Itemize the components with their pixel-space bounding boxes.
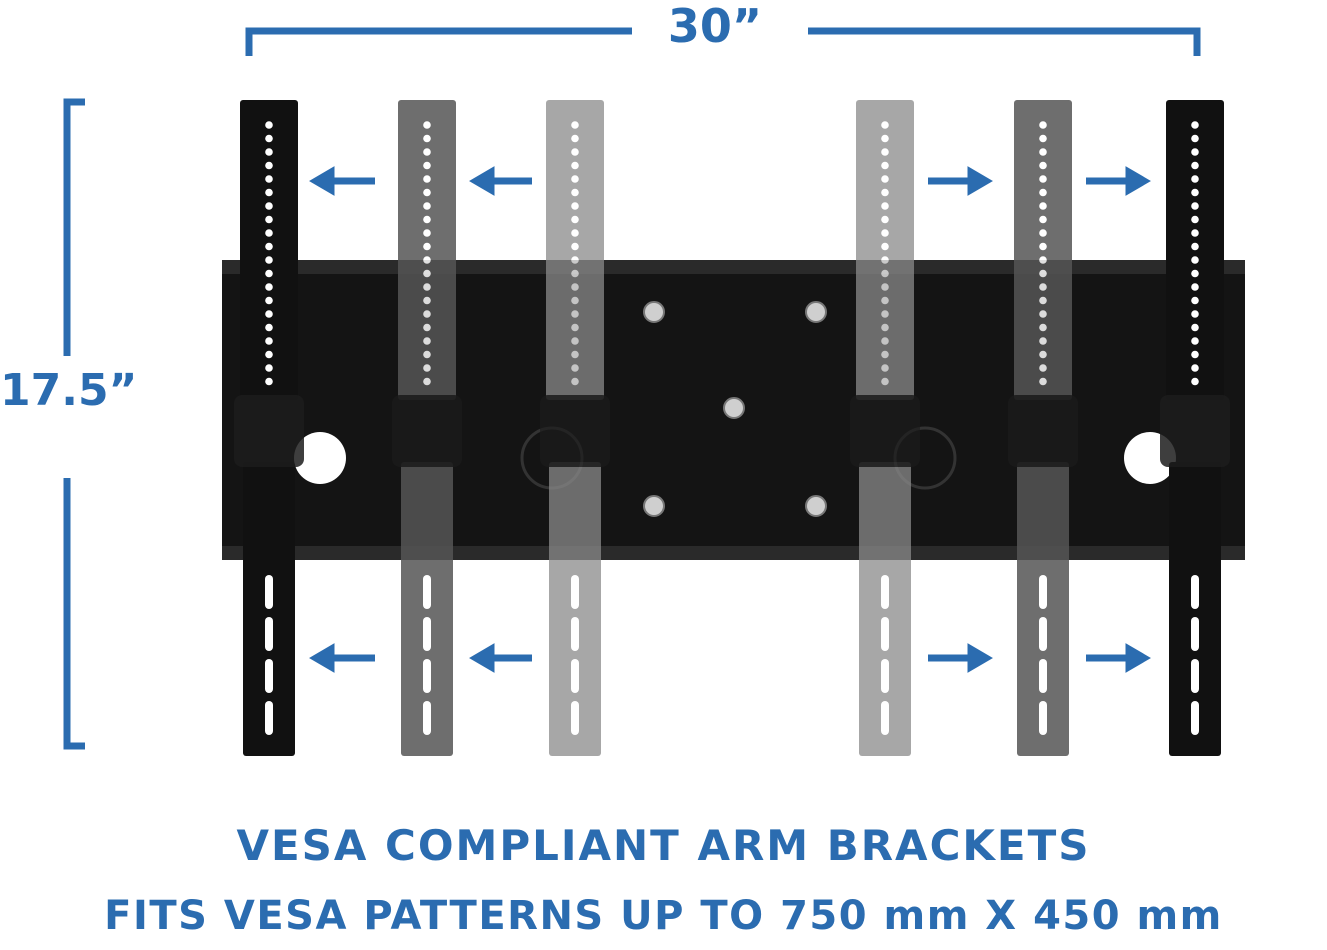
caption-vesa-patterns: FITS VESA PATTERNS UP TO 750 mm X 450 mm <box>104 893 1223 939</box>
arm-brackets <box>234 100 1230 756</box>
arm-bracket <box>392 100 462 756</box>
arm-bracket <box>234 100 304 756</box>
arrow-right-icon <box>1086 643 1151 673</box>
cable-hole-left <box>294 432 346 484</box>
height-dimension-bracket <box>63 98 85 750</box>
arrow-right-icon <box>928 643 993 673</box>
arm-bracket <box>1160 100 1230 756</box>
arrow-group <box>309 166 1151 673</box>
arrow-left-icon <box>309 166 375 196</box>
arm-bracket <box>1008 100 1078 756</box>
height-dimension-label: 17.5” <box>0 365 138 416</box>
arm-bracket <box>850 100 920 756</box>
width-dimension-label: 30” <box>667 0 763 53</box>
arrow-left-icon <box>309 643 375 673</box>
mounting-screws <box>643 301 827 517</box>
arm-bracket <box>540 100 610 756</box>
caption-compliant: VESA COMPLIANT ARM BRACKETS <box>236 821 1091 870</box>
arrow-left-icon <box>469 166 532 196</box>
arrow-right-icon <box>928 166 993 196</box>
arrow-left-icon <box>469 643 532 673</box>
width-dimension-bracket <box>245 27 1201 56</box>
arrow-right-icon <box>1086 166 1151 196</box>
